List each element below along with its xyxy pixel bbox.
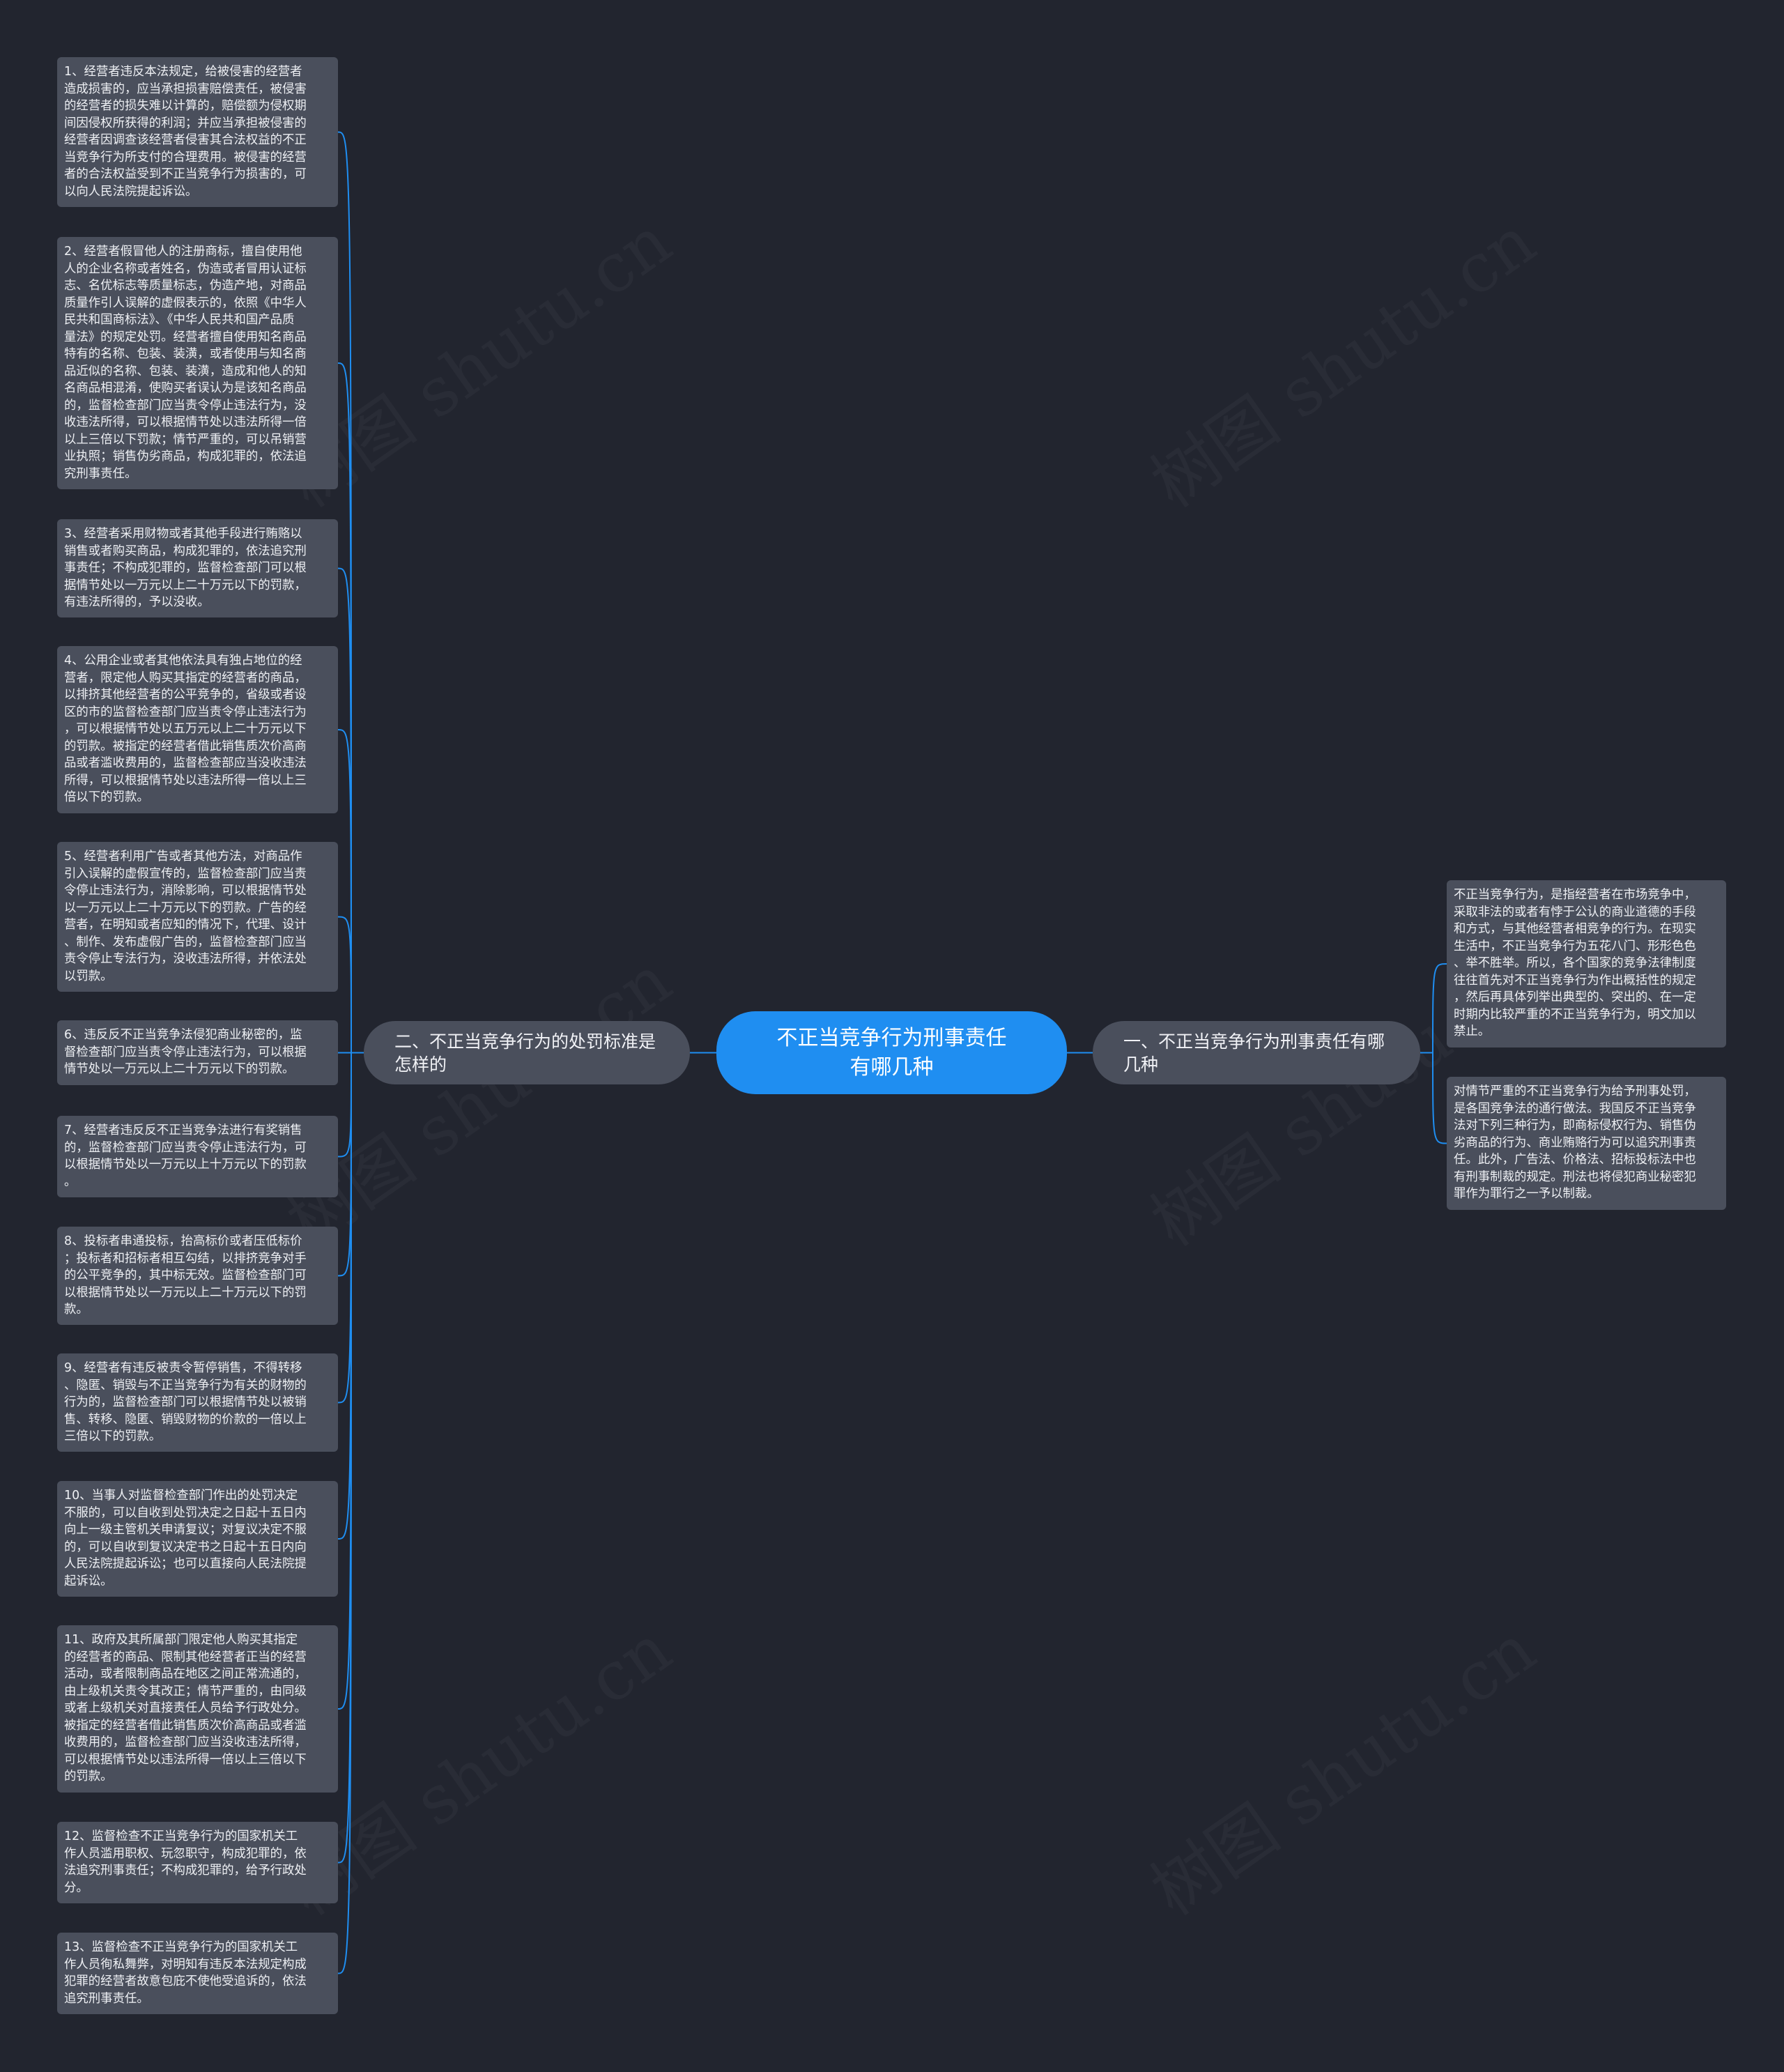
connector-left-leaf (337, 916, 352, 1053)
leaf-penalty-9[interactable]: 9、经营者有违反被责令暂停销售，不得转移 、隐匿、销毁与不正当竞争行为有关的财物… (57, 1353, 338, 1452)
connector-left-leaf (337, 1052, 352, 1158)
leaf-penalty-1[interactable]: 1、经营者违反本法规定，给被侵害的经营者 造成损害的，应当承担损害赔偿责任，被侵… (57, 57, 338, 207)
leaf-penalty-3[interactable]: 3、经营者采用财物或者其他手段进行贿赂以 销售或者购买商品，构成犯罪的，依法追究… (57, 519, 338, 617)
connector-left-leaf (337, 1052, 352, 1864)
leaf-penalty-4[interactable]: 4、公用企业或者其他依法具有独占地位的经 营者，限定他人购买其指定的经营者的商品… (57, 646, 338, 813)
connector-left-leaf (337, 1052, 352, 1974)
connector-left-leaf (337, 729, 352, 1053)
leaf-penalty-6[interactable]: 6、违反反不正当竞争法侵犯商业秘密的，监 督检查部门应当责令停止违法行为，可以根… (57, 1020, 338, 1085)
branch-criminal-liability[interactable]: 一、不正当竞争行为刑事责任有哪 几种 (1093, 1021, 1420, 1084)
connector-left-leaf (337, 362, 352, 1053)
leaf-penalty-12[interactable]: 12、监督检查不正当竞争行为的国家机关工 作人员滥用职权、玩忽职守，构成犯罪的，… (57, 1822, 338, 1903)
connector-left-leaf (337, 1052, 352, 1277)
connector-left-leaf (337, 131, 352, 1053)
leaf-penalty-10[interactable]: 10、当事人对监督检查部门作出的处罚决定 不服的，可以自收到处罚决定之日起十五日… (57, 1481, 338, 1597)
connector-left-leaf (337, 1052, 352, 1404)
leaf-penalty-11[interactable]: 11、政府及其所属部门限定他人购买其指定 的经营者的商品、限制其他经营者正当的经… (57, 1625, 338, 1793)
leaf-penalty-13[interactable]: 13、监督检查不正当竞争行为的国家机关工 作人员徇私舞弊，对明知有违反本法规定构… (57, 1933, 338, 2014)
leaf-liability-2[interactable]: 对情节严重的不正当竞争行为给予刑事处罚， 是各国竞争法的通行做法。我国反不正当竞… (1447, 1077, 1726, 1210)
leaf-penalty-2[interactable]: 2、经营者假冒他人的注册商标，擅自使用他 人的企业名称或者姓名，伪造或者冒用认证… (57, 237, 338, 489)
branch-penalty-standards[interactable]: 二、不正当竞争行为的处罚标准是 怎样的 (364, 1021, 690, 1084)
connector-left-leaf (337, 567, 352, 1053)
connector-left-leaf (337, 1052, 352, 1540)
leaf-penalty-8[interactable]: 8、投标者串通投标，抬高标价或者压低标价 ；投标者和招标者相互勾结，以排挤竞争对… (57, 1227, 338, 1325)
connector-right-leaf (1432, 1052, 1447, 1144)
leaf-penalty-5[interactable]: 5、经营者利用广告或者其他方法，对商品作 引入误解的虚假宣传的，监督检查部门应当… (57, 842, 338, 992)
connector-left-leaf (337, 1052, 352, 1710)
root-topic[interactable]: 不正当竞争行为刑事责任 有哪几种 (716, 1011, 1067, 1094)
connector-right-leaf (1432, 963, 1447, 1053)
leaf-penalty-7[interactable]: 7、经营者违反反不正当竞争法进行有奖销售 的，监督检查部门应当责令停止违法行为，… (57, 1116, 338, 1197)
leaf-liability-1[interactable]: 不正当竞争行为，是指经营者在市场竞争中， 采取非法的或者有悖于公认的商业道德的手… (1447, 880, 1726, 1047)
